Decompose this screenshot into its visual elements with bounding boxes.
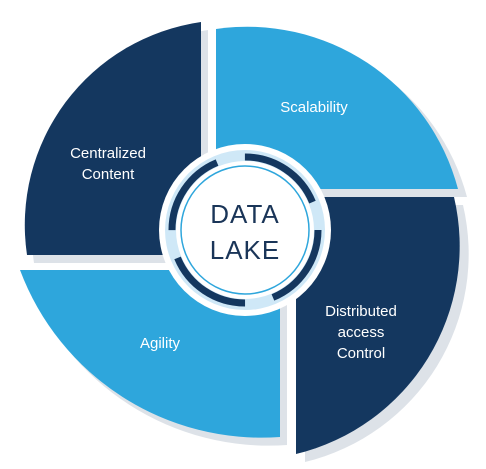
- segment-distributed-access-control: [296, 197, 460, 454]
- label-distributed-line-3: Control: [337, 345, 385, 362]
- label-agility: Agility: [140, 335, 181, 352]
- segment-agility: [20, 270, 280, 438]
- hub-arc-ring: [168, 153, 322, 307]
- center-hub: DATA LAKE: [159, 144, 331, 316]
- label-scalability: Scalability: [280, 99, 348, 116]
- hub-inner-border: [180, 165, 310, 295]
- label-distributed-line-1: Distributed: [325, 303, 397, 320]
- hub-inner-white: [176, 161, 314, 299]
- center-label-line-2: LAKE: [210, 235, 281, 265]
- center-label-line-1: DATA: [210, 199, 279, 229]
- label-distributed-line-2: access: [338, 324, 385, 341]
- label-centralized-line-2: Content: [82, 166, 135, 183]
- label-centralized-line-1: Centralized: [70, 145, 146, 162]
- segment-centralized-content: [24, 22, 201, 255]
- segment-scalability: [216, 26, 458, 189]
